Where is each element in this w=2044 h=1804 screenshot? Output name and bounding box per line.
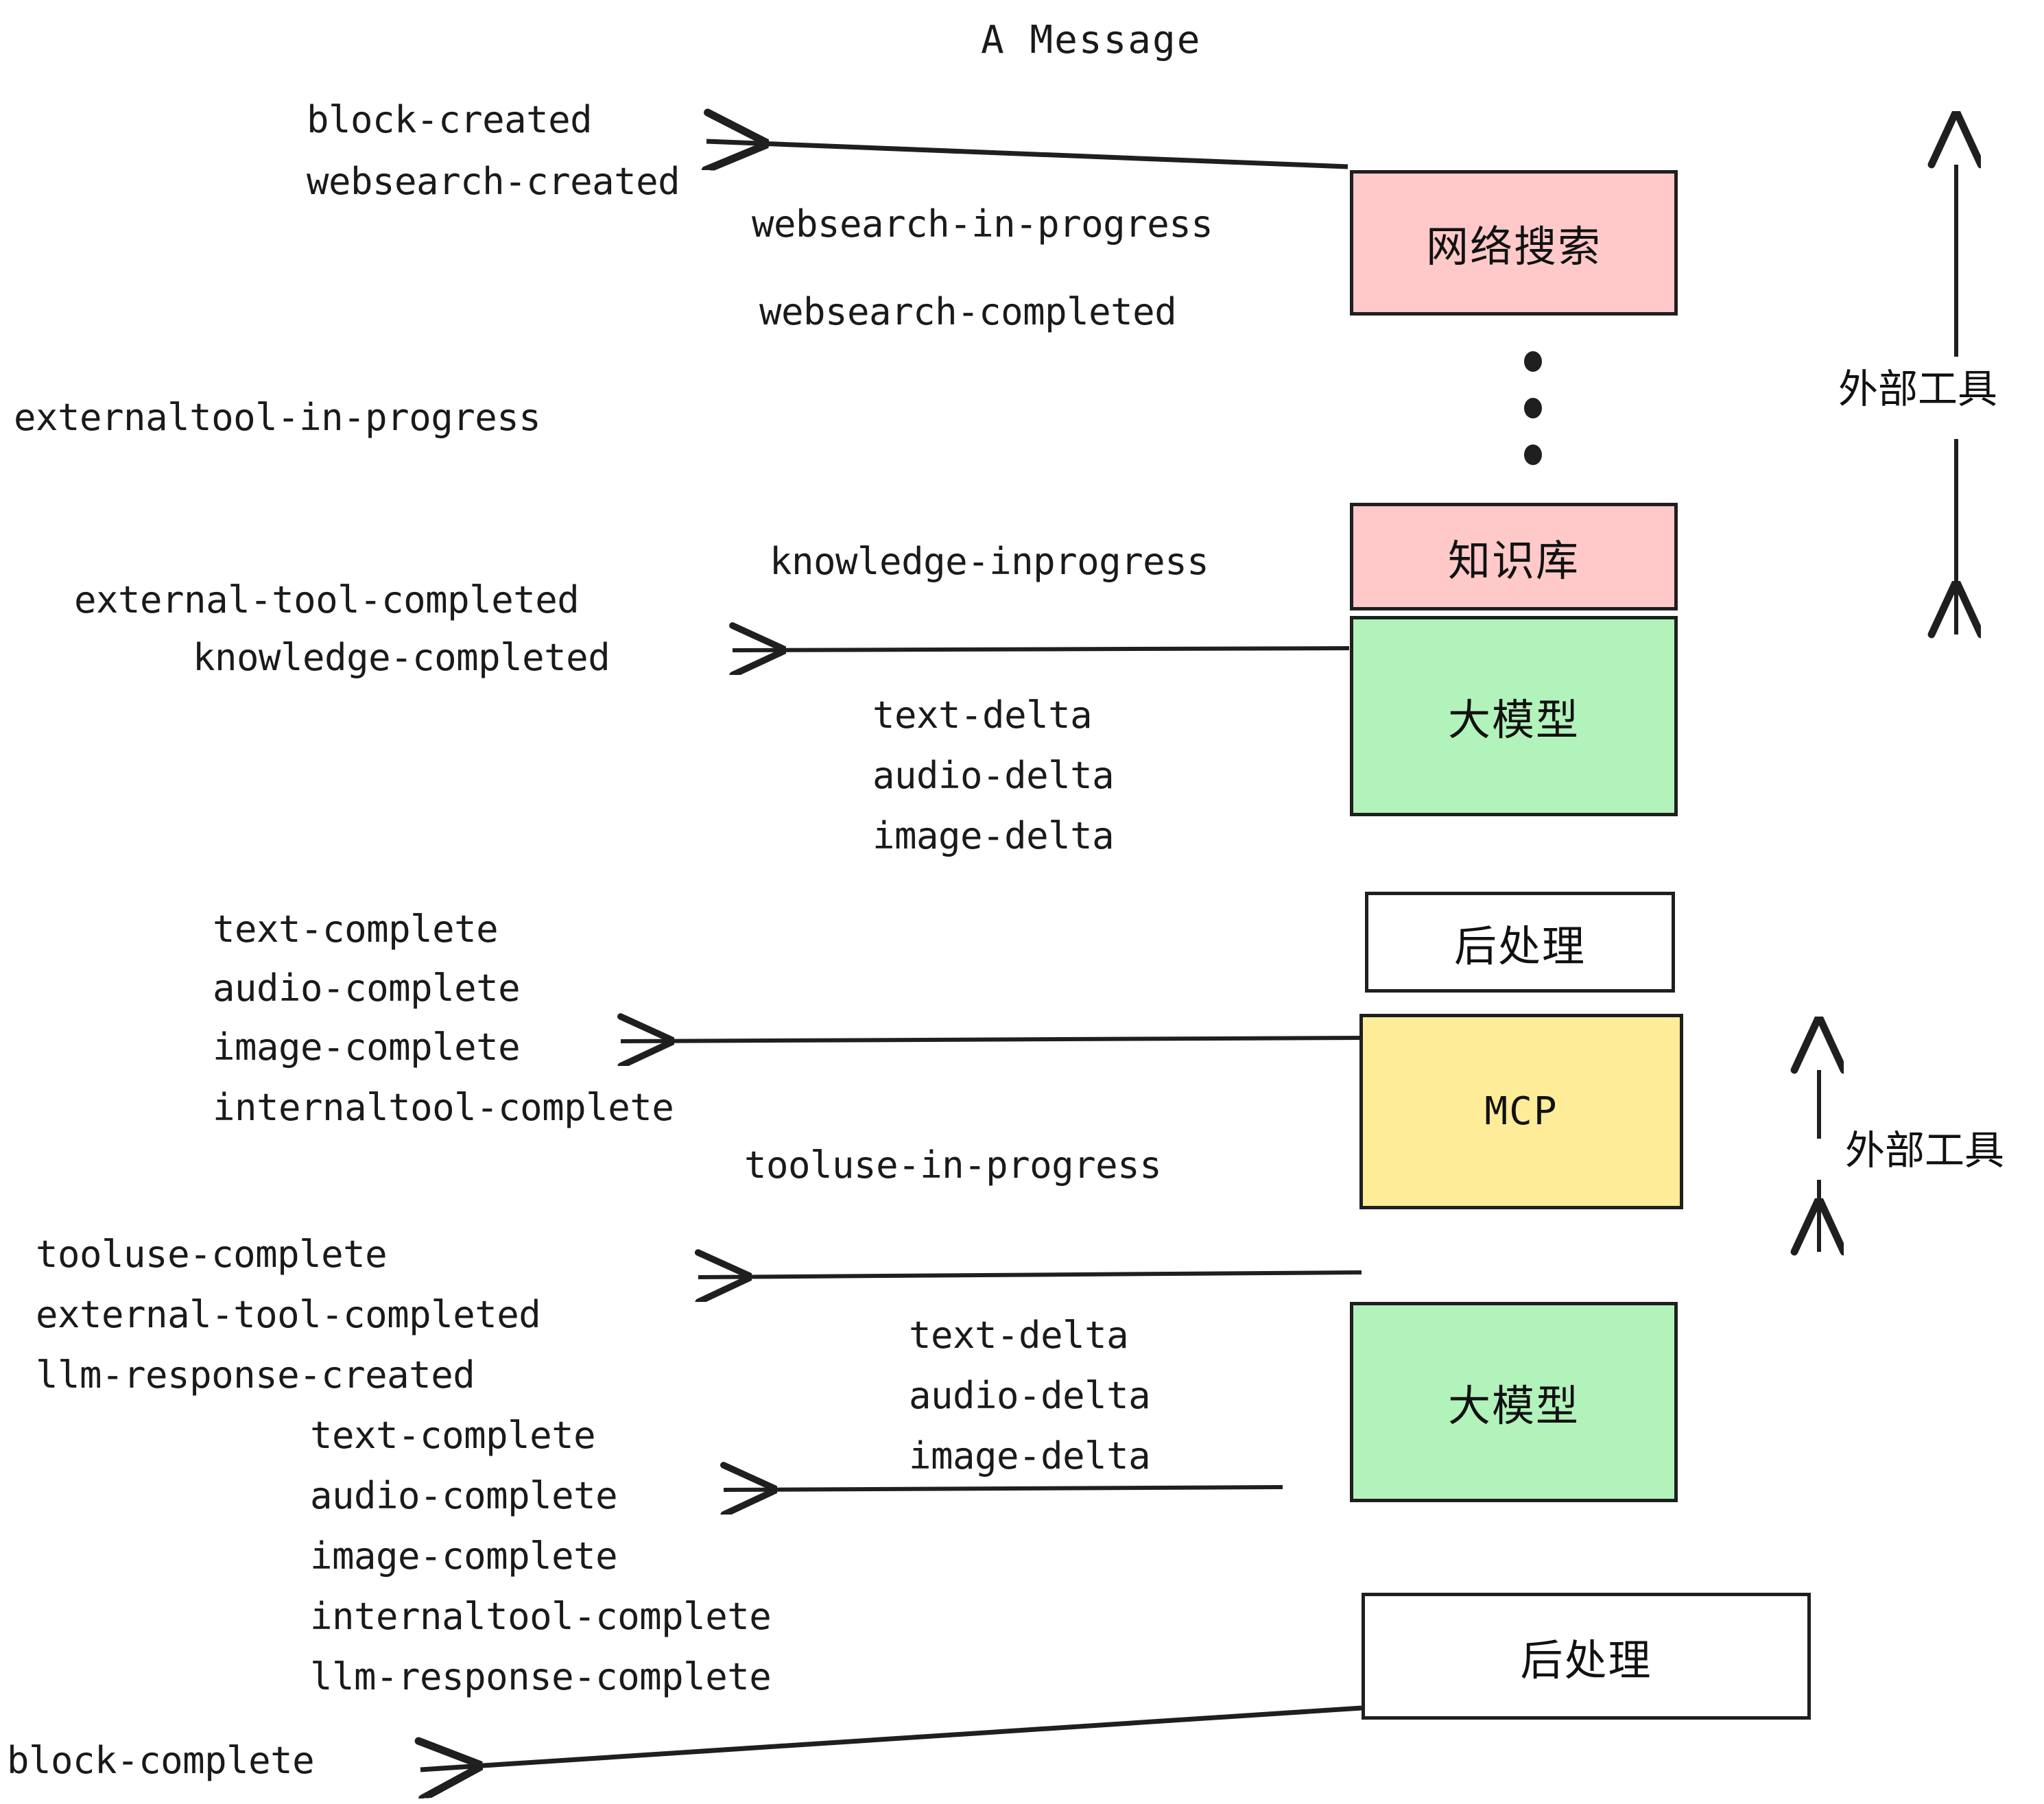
box-postprocess-upper-label: 后处理 [1453, 921, 1586, 971]
event-external-tool-completed-1: external-tool-completed [74, 578, 580, 621]
event-text-complete-2: text-complete [310, 1414, 596, 1457]
box-llm-lower-label: 大模型 [1447, 1381, 1580, 1431]
event-block-complete: block-complete [7, 1739, 315, 1782]
event-tooluse-complete: tooluse-complete [36, 1233, 388, 1276]
box-llm-upper-label: 大模型 [1447, 695, 1580, 745]
event-llm-response-complete: llm-response-complete [310, 1655, 772, 1698]
event-audio-complete-2: audio-complete [310, 1474, 618, 1517]
box-websearch-label: 网络搜索 [1425, 222, 1602, 272]
label-external-tool-upper: 外部工具 [1838, 366, 1998, 412]
ellipsis-dot [1524, 351, 1542, 372]
event-externaltool-in-progress: externaltool-in-progress [14, 396, 541, 439]
box-postprocess-upper: 后处理 [1365, 892, 1675, 993]
event-image-complete-1: image-complete [213, 1025, 521, 1069]
arrow-block-complete [420, 1705, 1362, 1770]
event-text-complete-1: text-complete [213, 907, 499, 951]
box-mcp-label: MCP [1484, 1089, 1558, 1134]
event-internaltool-complete-1: internaltool-complete [213, 1086, 674, 1129]
box-mcp: MCP [1359, 1014, 1683, 1209]
box-knowledge-label: 知识库 [1447, 535, 1580, 586]
event-image-delta-1: image-delta [872, 814, 1115, 857]
event-audio-delta-1: audio-delta [872, 754, 1115, 797]
event-image-complete-2: image-complete [310, 1534, 618, 1578]
event-websearch-created: websearch-created [307, 160, 680, 203]
box-llm-lower: 大模型 [1350, 1302, 1678, 1502]
event-audio-delta-2: audio-delta [909, 1374, 1151, 1417]
event-websearch-completed: websearch-completed [759, 290, 1177, 333]
box-postprocess-lower: 后处理 [1362, 1593, 1811, 1720]
arrow-image-complete [621, 1038, 1366, 1041]
event-internaltool-complete-2: internaltool-complete [310, 1595, 772, 1638]
arrow-knowledge-completed [733, 648, 1350, 650]
arrow-tooluse-complete [698, 1272, 1362, 1277]
ellipsis-dot [1524, 444, 1542, 465]
event-websearch-in-progress: websearch-in-progress [752, 202, 1213, 246]
event-llm-response-created: llm-response-created [36, 1353, 475, 1397]
arrow-block-created [706, 141, 1348, 167]
event-audio-complete-1: audio-complete [213, 966, 521, 1010]
box-llm-upper: 大模型 [1350, 616, 1678, 816]
event-external-tool-completed-2: external-tool-completed [36, 1293, 541, 1336]
box-websearch: 网络搜索 [1350, 170, 1678, 316]
arrow-audio-complete [724, 1487, 1283, 1490]
event-text-delta-1: text-delta [872, 693, 1093, 737]
ellipsis-dot [1524, 398, 1542, 418]
event-knowledge-inprogress: knowledge-inprogress [770, 540, 1209, 583]
event-text-delta-2: text-delta [909, 1314, 1129, 1357]
event-tooluse-in-progress: tooluse-in-progress [744, 1143, 1162, 1187]
event-block-created: block-created [307, 98, 593, 141]
event-knowledge-completed: knowledge-completed [193, 636, 610, 679]
box-knowledge: 知识库 [1350, 503, 1678, 610]
label-external-tool-lower: 外部工具 [1845, 1127, 2005, 1174]
event-image-delta-2: image-delta [909, 1434, 1151, 1477]
box-postprocess-lower-label: 后处理 [1520, 1635, 1652, 1685]
diagram-title: A Message [981, 18, 1202, 62]
